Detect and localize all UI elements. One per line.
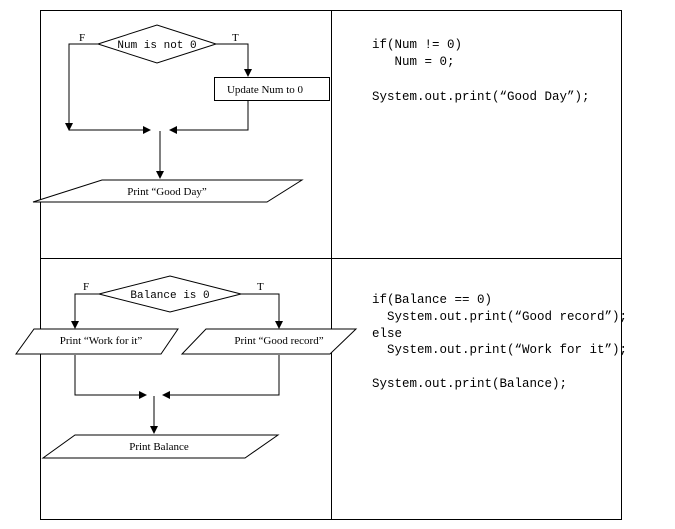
decision-2-false-label: F [83,281,89,293]
process-box-1 [214,77,330,101]
flow-1-merge-right [169,101,249,134]
output-parallelogram-2-false [15,328,179,355]
process-1-label: Update Num to 0 [227,84,304,96]
output-2-final-label: Print Balance [129,441,189,453]
flow-2-merge-left [74,355,147,399]
flow-2-true-line [241,293,283,329]
decision-2-true-label: T [257,281,264,293]
code-2-line-1: if(Balance == 0) [372,293,492,307]
code-2-line-3: else [372,327,402,341]
decision-1-true-label: T [232,32,239,44]
decision-1-label: Num is not 0 [117,40,196,52]
code-block-2: if(Balance == 0) System.out.print(“Good … [372,293,627,391]
output-2-false-label: Print “Work for it” [60,335,143,347]
flow-1-true-line [216,43,252,77]
output-parallelogram-1 [32,179,304,203]
output-1-label: Print “Good Day” [127,186,207,198]
code-2-line-6: System.out.print(Balance); [372,377,567,391]
code-block-1: if(Num != 0) Num = 0; System.out.print(“… [372,38,590,104]
code-1-line-4: System.out.print(“Good Day”); [372,90,590,104]
code-2-line-4: System.out.print(“Work for it”); [372,343,627,357]
decision-1-false-label: F [79,32,85,44]
code-2-line-2: System.out.print(“Good record”); [372,310,627,324]
output-2-true-label: Print “Good record” [234,335,323,347]
flow-1-false-line [65,43,98,131]
output-parallelogram-2-true [180,328,358,355]
flowchart-1: Num is not 0 F T Update Num to 0 Print “… [32,24,330,203]
flow-2-false-line [71,293,99,329]
decision-2-label: Balance is 0 [130,290,209,302]
flowchart-2: Balance is 0 F T Print “Work for it” Pri… [15,275,358,459]
code-1-line-1: if(Num != 0) [372,38,462,52]
flow-2-merge-right [162,355,280,399]
output-parallelogram-2-final [41,434,280,459]
table-grid [40,10,622,520]
code-1-line-2: Num = 0; [372,55,455,69]
